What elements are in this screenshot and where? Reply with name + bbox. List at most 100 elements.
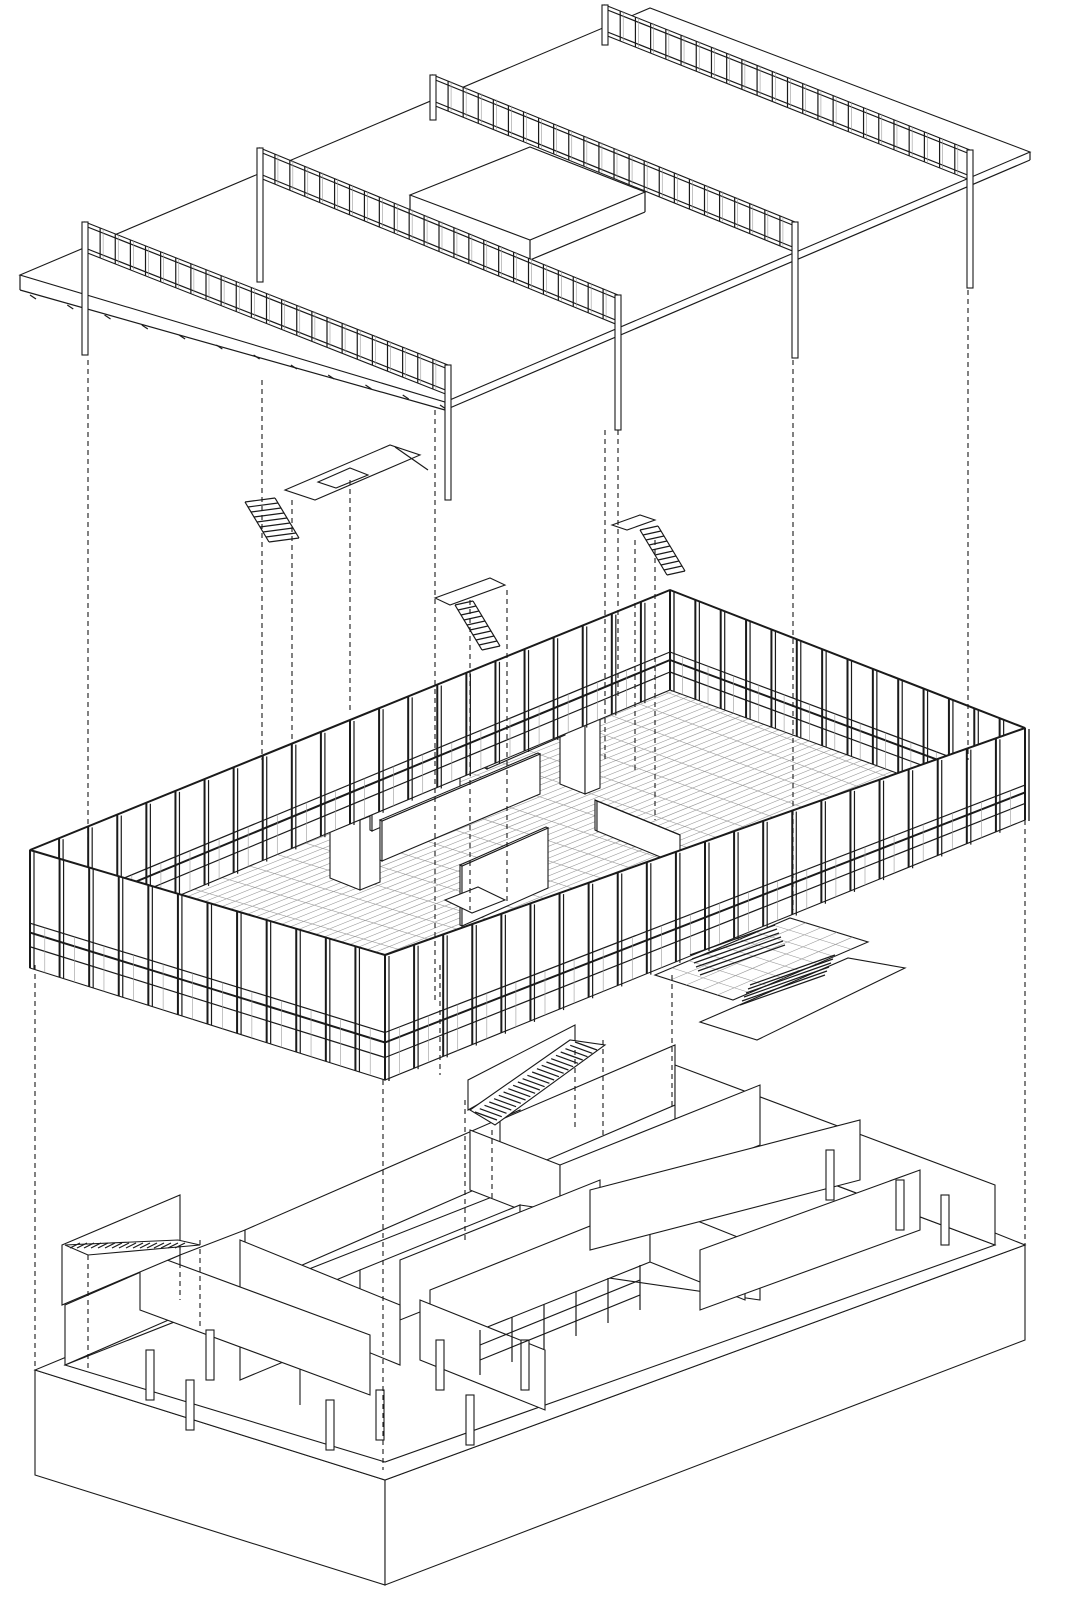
stair-tread [574,1041,598,1051]
column [429,74,437,121]
terrace-step [699,944,786,976]
basement-wall-18 [419,1299,546,1411]
basement-wall-16 [699,1169,921,1311]
terrace-step [689,924,776,956]
stair-right-upper [639,525,686,576]
skylight-edge [529,211,646,261]
floor-grid-line [362,738,900,958]
hanger [402,394,410,400]
stair-tread [512,1084,536,1094]
stair-tread [484,1104,507,1114]
terrace-step [691,928,778,960]
floor-opening [443,886,507,914]
hanger [104,314,111,320]
stair-tread [536,1068,560,1078]
stair-tread [262,527,294,533]
stair-tread [244,497,276,503]
floor-grid-line [276,710,828,933]
hanger [216,344,223,350]
stair-tread [250,507,282,513]
stair-tread [570,1044,593,1054]
floor-grid-line [310,721,857,943]
column [614,294,622,431]
terrace-step [695,936,782,968]
column [966,149,974,289]
stair-tread [522,1078,545,1088]
partition-top [378,752,542,822]
terrace-step [697,940,784,972]
floor-grid-line [319,724,864,946]
floor-grid-line [327,727,871,948]
stair-tread [76,1242,88,1249]
basement-wall-15 [589,1119,861,1251]
stair-tread [508,1088,531,1098]
column [601,4,609,46]
terrace-step [743,966,830,998]
stair-tread [457,605,477,611]
basement-column [185,1379,195,1431]
basement-column [940,1194,950,1246]
stair-tread [97,1242,109,1249]
stair-tread [463,615,483,621]
stair-tread [663,565,683,571]
terrace-grid [701,932,837,991]
roof-edge [444,159,1031,411]
hanger [66,304,74,310]
stair-stringer [244,501,270,543]
wall-front-left [29,849,390,1081]
terrace-step [739,974,826,1006]
floor-grid-line [336,730,879,951]
stair-tread [527,1074,550,1084]
stair-tread [265,532,297,538]
stair-tread [666,570,686,576]
floor-grid-line [250,701,806,926]
stair-tread [469,625,489,631]
stair-tread [132,1242,144,1249]
basement-column [895,1179,905,1231]
core-right-front [584,715,601,795]
stair-tread [247,502,279,508]
hanger [365,384,372,390]
partition-top [458,826,550,867]
column [444,364,452,501]
stair-tread [104,1242,116,1249]
hanger [327,374,335,380]
terrace-grid [671,967,750,994]
stair-tread [90,1242,102,1249]
stair-stringer [274,497,300,539]
basement-column [435,1339,445,1391]
floor-grid-line [267,707,821,931]
basement-column [375,1389,385,1441]
stair-tread [541,1064,564,1074]
stair-tread [517,1081,541,1091]
floor-grid-line [258,704,813,928]
main-floor-layer [29,589,1030,1081]
stair-stringer [472,600,501,647]
stair-tread [654,550,674,556]
stair-tread [466,620,486,626]
basement-layer [33,1024,1027,1586]
stair-tread [489,1101,512,1111]
hanger [290,364,298,370]
stair-tread [118,1242,130,1249]
basement-column [325,1399,335,1451]
roof-edge [19,289,446,411]
terrace-step [741,970,828,1002]
stair-tread [146,1242,158,1249]
terrace-step [747,958,834,990]
stair-tread [531,1071,555,1081]
stair-tread [645,535,665,541]
stair-tread [69,1242,81,1249]
stair-tread [253,512,285,518]
column [791,221,799,359]
stair-tread [565,1048,588,1058]
stair-landing [433,577,507,606]
terrace-step [749,954,836,986]
stair-tread [560,1051,583,1061]
hanger [141,324,149,330]
stair-tread [139,1242,151,1249]
stair-tread [83,1242,95,1249]
stair-opening [316,467,370,489]
floor-grid-line [293,715,842,938]
stair-tread [660,560,680,566]
